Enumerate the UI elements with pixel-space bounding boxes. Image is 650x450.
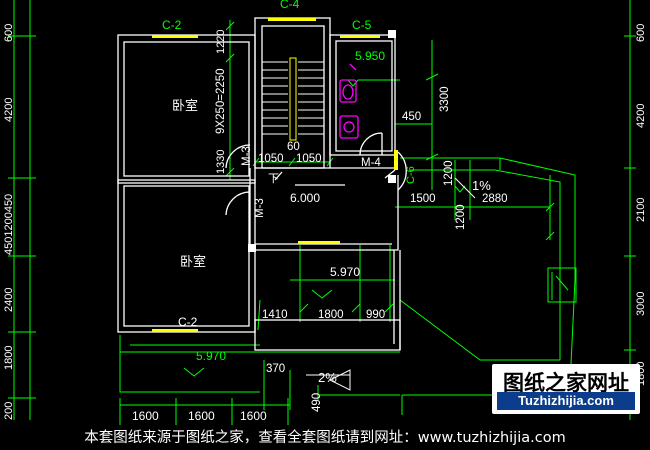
window-marks — [152, 18, 398, 332]
dim-inner-2880: 2880 — [482, 193, 508, 205]
window-label-c2-bottom: C-2 — [178, 315, 198, 329]
wall-columns — [248, 30, 396, 252]
dim-mid-left-1: 1330 — [215, 150, 227, 174]
room-label-bedroom-bottom: 卧室 — [180, 254, 206, 270]
dim-bottom-1: 1600 — [188, 409, 215, 423]
dim-inner-3300: 3300 — [439, 86, 451, 112]
dim-left-4: 1800 — [3, 346, 15, 370]
right-dimension-labels: 600 4200 2100 3000 1800 — [635, 24, 647, 386]
bottom-dimension-labels: 1600 1600 1600 — [132, 409, 267, 423]
slope-balcony: 2% — [318, 370, 337, 385]
dim-bottom-2: 1600 — [240, 409, 267, 423]
elevation-floor-mid: 5.970 — [330, 265, 360, 279]
footer-watermark: 本套图纸来源于图纸之家，查看全套图纸请到网址：www.tuzhizhijia.c… — [0, 426, 650, 450]
bathroom-fixtures — [339, 63, 359, 139]
stair-treads — [262, 61, 324, 135]
logo-title: 图纸之家网址 — [503, 371, 629, 395]
slope-arrows — [306, 177, 476, 391]
inner-dimension-labels: 3300 450 1200 1200 1500 2880 1410 1800 9… — [262, 86, 508, 412]
dim-inner-990: 990 — [366, 309, 385, 321]
dim-inner-370: 370 — [266, 363, 285, 375]
elevation-balcony: 5.970 — [196, 349, 226, 363]
dim-inner-1200b: 1200 — [455, 204, 467, 230]
slope-labels: 1% 2% — [318, 178, 491, 385]
dim-right-2: 2100 — [635, 198, 647, 222]
logo-url: Tuzhizhijia.com — [497, 392, 635, 410]
left-dimension-labels: 600 4200 4501200450 2400 1800 200 1220 1… — [3, 24, 227, 420]
stair-span-b: 1050 — [296, 153, 322, 165]
dim-left-2: 4501200450 — [3, 194, 15, 255]
window-label-c2-top: C-2 — [162, 18, 182, 32]
dim-inner-490: 490 — [311, 393, 323, 412]
dim-inner-450: 450 — [402, 111, 421, 123]
elevation-bath: 5.950 — [355, 49, 385, 63]
dimension-lines — [8, 0, 636, 425]
stair-handrail — [289, 57, 297, 141]
dim-mid-left-0: 1220 — [215, 30, 227, 54]
walls — [117, 17, 407, 351]
window-label-c4: C-4 — [280, 0, 300, 11]
dim-inner-1500: 1500 — [410, 193, 436, 205]
elevation-landing: 6.000 — [290, 191, 320, 205]
dim-left-3: 2400 — [3, 288, 15, 312]
stair-down-label: 下 — [268, 172, 279, 185]
dim-right-1: 4200 — [635, 104, 647, 128]
room-label-bedroom-top: 卧室 — [172, 98, 198, 114]
window-label-c6: C-6 — [405, 166, 417, 184]
door-label-m3-top: M-3 — [241, 146, 253, 166]
stair-labels: 9X250=2250 1050 1050 60 下 — [215, 68, 322, 185]
window-label-c5: C-5 — [352, 18, 372, 32]
dim-right-0: 600 — [635, 24, 647, 42]
dim-inner-1200a: 1200 — [443, 160, 455, 186]
dim-right-3: 3000 — [635, 292, 647, 316]
door-labels: M-4 M-3 M-3 — [241, 146, 381, 218]
site-logo[interactable]: 图纸之家网址 Tuzhizhijia.com — [492, 364, 640, 414]
door-label-m4: M-4 — [361, 157, 381, 169]
dim-inner-1800: 1800 — [318, 309, 344, 321]
dim-left-0: 600 — [3, 24, 15, 42]
door-label-m3-left: M-3 — [254, 198, 266, 218]
dim-left-5: 200 — [3, 402, 15, 420]
stair-run-label: 9X250=2250 — [215, 68, 227, 134]
stair-span-a: 1050 — [258, 153, 284, 165]
stair-offset: 60 — [287, 141, 300, 153]
dim-left-1: 4200 — [3, 98, 15, 122]
dim-inner-1410: 1410 — [262, 309, 288, 321]
window-labels: C-2 C-4 C-5 C-2 C-6 — [162, 0, 417, 329]
slope-roof: 1% — [472, 178, 491, 193]
dim-bottom-0: 1600 — [132, 409, 159, 423]
elevation-labels: 5.950 6.000 5.970 5.970 — [196, 49, 385, 363]
room-labels: 卧室 卧室 — [172, 98, 206, 270]
